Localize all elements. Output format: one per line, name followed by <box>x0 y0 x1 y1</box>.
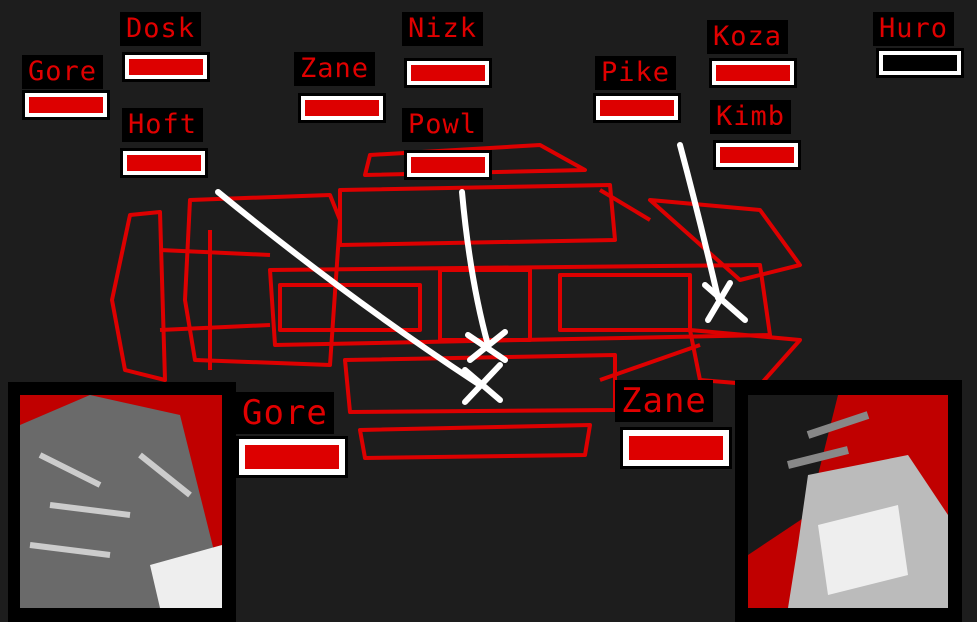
enemy-health-bar-pike <box>593 93 681 123</box>
enemy-health-bar-dosk <box>122 52 210 82</box>
portrait-gore <box>20 395 222 608</box>
enemy-health-bar-kimb <box>713 140 801 170</box>
enemy-health-bar-powl <box>404 150 492 180</box>
car-rear-top <box>648 198 802 282</box>
enemy-health-bar-huro <box>876 48 964 78</box>
attack-paths <box>215 142 748 405</box>
player-name-left: Gore <box>236 392 334 434</box>
target-x-icon <box>702 280 748 323</box>
car-chassis <box>268 263 772 347</box>
player-health-bar-right <box>620 427 732 469</box>
enemy-name-dosk[interactable]: Dosk <box>120 12 202 46</box>
target-x-icon <box>465 329 508 363</box>
enemy-health-bar-hoft <box>120 148 208 178</box>
player-health-bar-left <box>236 436 348 478</box>
portrait-panel-right <box>735 380 962 622</box>
enemy-name-powl[interactable]: Powl <box>402 108 484 142</box>
player-name-right: Zane <box>615 380 713 422</box>
car-front-bumper <box>110 210 167 382</box>
enemy-health-bar-gore <box>22 90 110 120</box>
car-front-body <box>183 193 342 367</box>
target-x-icon <box>462 362 503 405</box>
enemy-name-pike[interactable]: Pike <box>595 56 677 90</box>
enemy-health-bar-koza <box>709 58 797 88</box>
enemy-name-kimb[interactable]: Kimb <box>710 100 792 134</box>
enemy-health-bar-zane <box>298 93 386 123</box>
portrait-zane <box>748 395 948 608</box>
portrait-panel-left <box>8 382 236 622</box>
enemy-name-hoft[interactable]: Hoft <box>122 108 204 142</box>
enemy-name-gore[interactable]: Gore <box>22 55 104 89</box>
enemy-name-nizk[interactable]: Nizk <box>402 12 484 46</box>
enemy-name-zane[interactable]: Zane <box>294 52 376 86</box>
enemy-health-bar-nizk <box>404 58 492 88</box>
enemy-name-huro[interactable]: Huro <box>873 12 955 46</box>
enemy-name-koza[interactable]: Koza <box>707 20 789 54</box>
